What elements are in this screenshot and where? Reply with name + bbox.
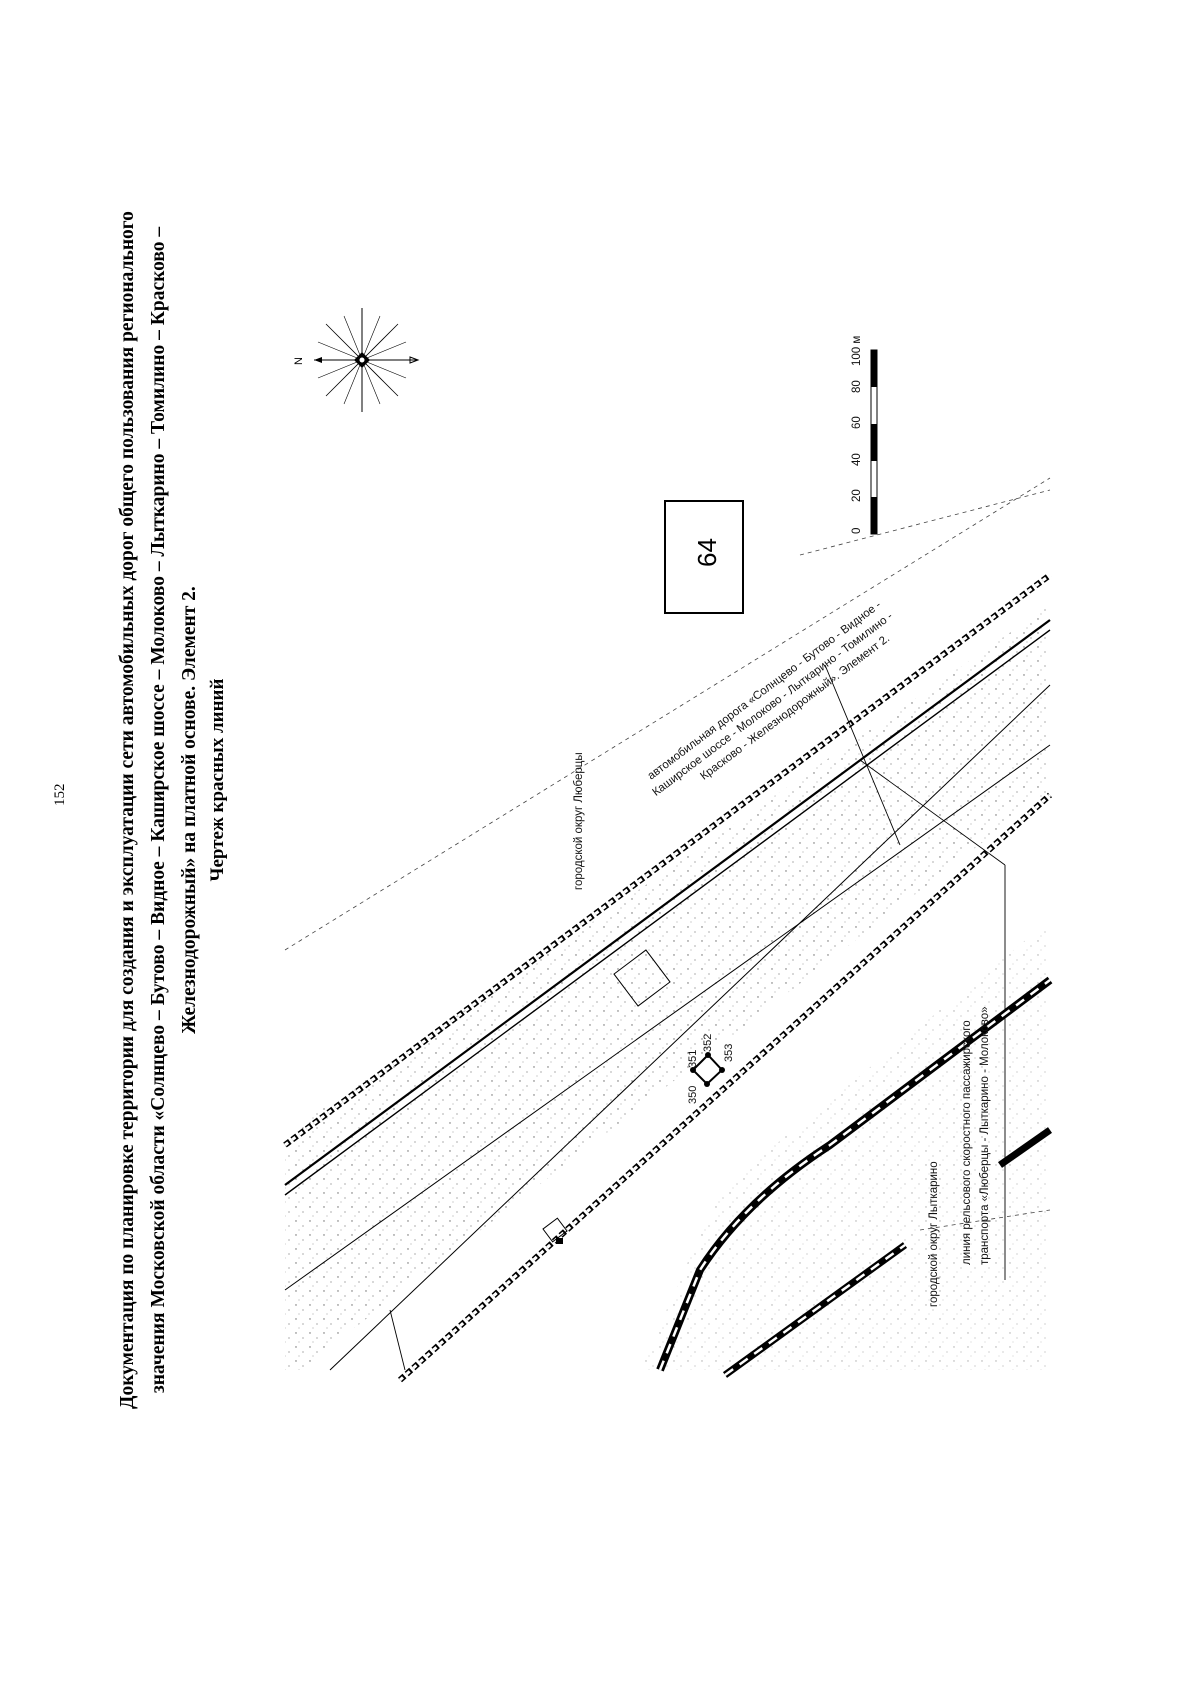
road-edge-1 xyxy=(284,619,1051,1186)
boundary-dash-upper-2 xyxy=(799,489,1051,556)
boundary-dash-upper xyxy=(284,477,1051,951)
red-line-upper-inner xyxy=(284,573,1051,1147)
sheet-number-box xyxy=(664,500,744,614)
rail-line-1-inner xyxy=(658,979,1051,1371)
road-label-leader-2 xyxy=(859,759,1006,866)
scale-tick-60: 60 xyxy=(851,416,863,429)
scale-tick-20: 20 xyxy=(851,489,863,502)
compass-rose-icon xyxy=(314,308,420,412)
point-353-marker xyxy=(704,1081,710,1087)
rail-line-3 xyxy=(997,1127,1053,1168)
scale-bar xyxy=(870,349,878,535)
point-350-marker xyxy=(690,1067,696,1073)
scale-tick-0: 0 xyxy=(851,528,863,534)
road-corridor-area xyxy=(285,605,1050,1370)
scale-tick-100: 100 м xyxy=(851,336,863,366)
scale-tick-80: 80 xyxy=(851,380,863,393)
compass-north-label: N xyxy=(293,357,305,365)
thin-line-2 xyxy=(284,744,1051,1291)
sheet-number-label: 64 xyxy=(692,538,722,567)
red-line-lower-inner xyxy=(398,793,1052,1382)
scale-tick-40: 40 xyxy=(851,453,863,466)
lytkarino-district-label: городской округ Лыткарино xyxy=(928,1161,940,1307)
road-label-leader-1 xyxy=(824,664,901,846)
red-line-points: 350 351 352 353 xyxy=(687,1034,735,1104)
rail-line-2-inner xyxy=(724,1243,906,1377)
scale-bar-labels: 0 20 40 60 80 100 м xyxy=(851,336,863,534)
lower-stipple-area xyxy=(640,920,1050,1370)
small-structure-icon xyxy=(542,1217,568,1243)
point-label-352: 352 xyxy=(702,1034,714,1052)
lyubertsy-leader xyxy=(389,1309,406,1371)
rail-label-line-1: линия рельсового скоростного пассажирско… xyxy=(961,1020,973,1265)
small-square-feature xyxy=(613,949,671,1007)
point-352-marker xyxy=(719,1067,725,1073)
road-edge-2 xyxy=(284,629,1051,1196)
point-label-353: 353 xyxy=(723,1044,735,1062)
lyubertsy-district-label: городской округ Люберцы xyxy=(573,752,585,890)
small-black-marker xyxy=(556,1238,563,1244)
rail-label-line-2: транспорта «Люберцы - Лыткарино - Молоко… xyxy=(979,1006,991,1265)
point-label-351: 351 xyxy=(687,1050,699,1068)
point-label-350: 350 xyxy=(687,1086,699,1104)
boundary-dash-lower xyxy=(919,1209,1051,1231)
point-351-marker xyxy=(705,1052,711,1058)
thin-line-1 xyxy=(329,684,1051,1371)
